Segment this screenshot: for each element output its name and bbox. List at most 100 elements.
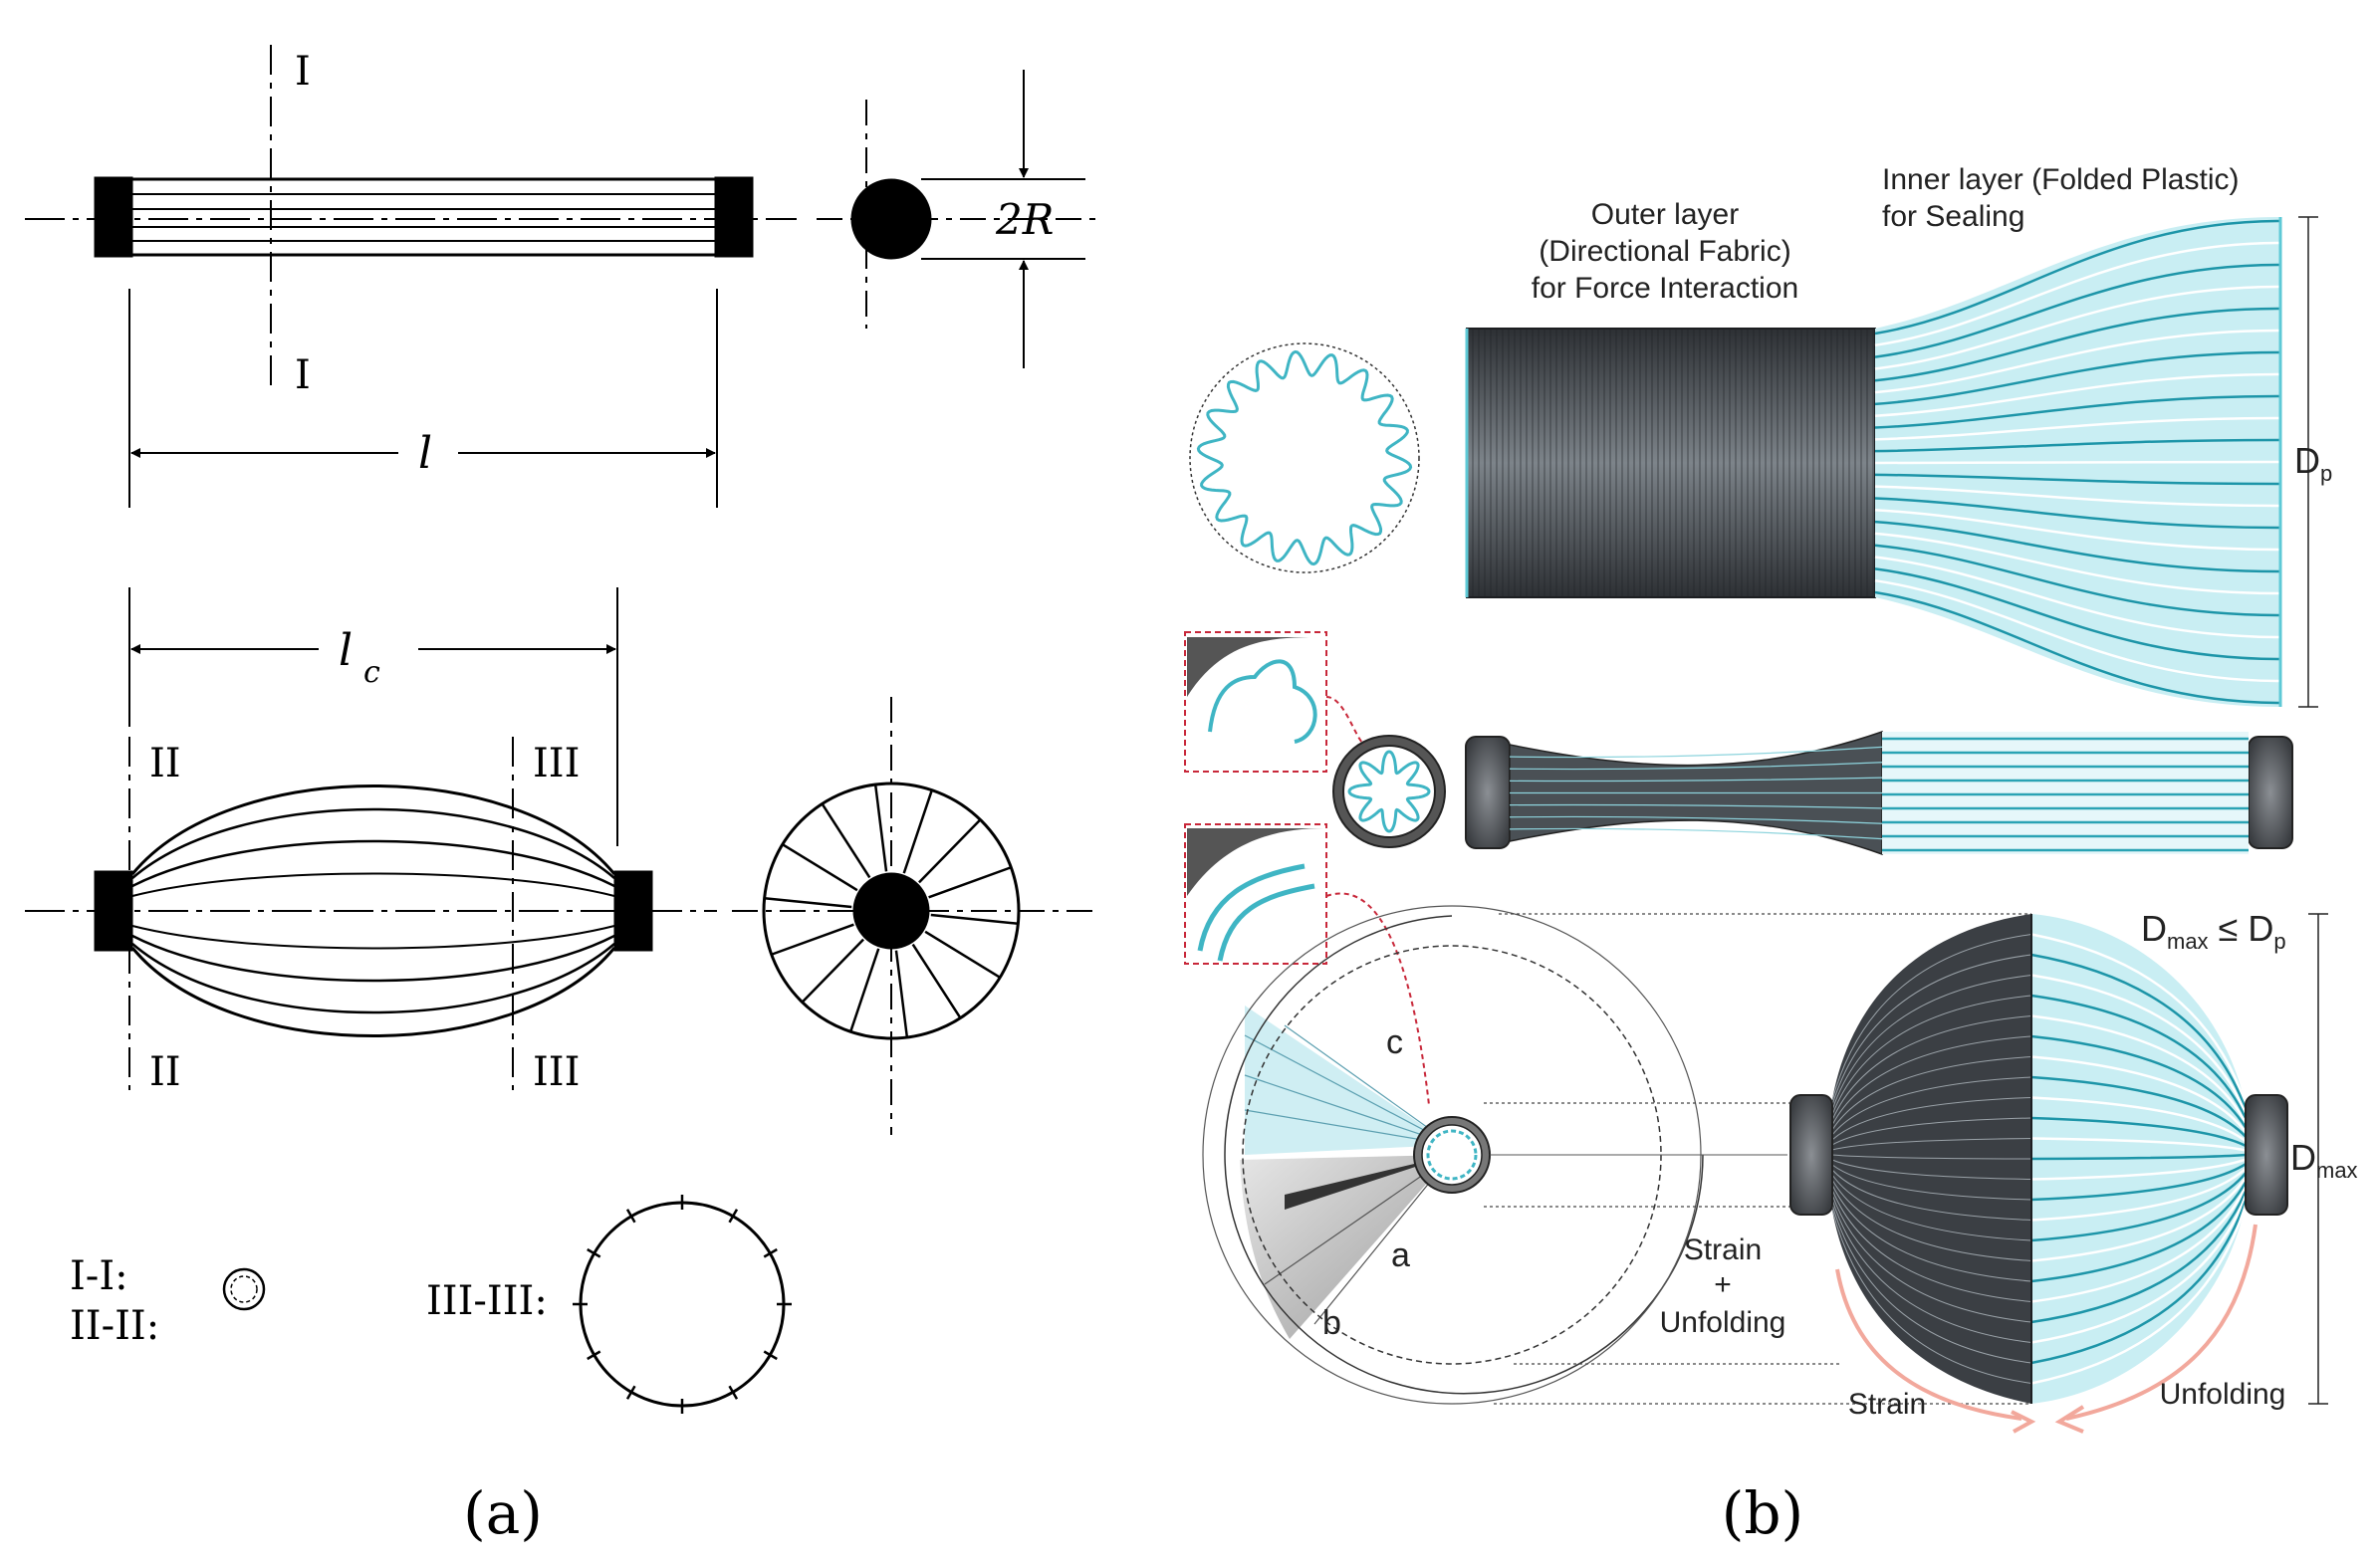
caption-a: (a)	[463, 1479, 543, 1547]
panel-a	[25, 45, 1095, 1414]
dp-label: Dp	[2294, 440, 2332, 486]
plastic-strand	[2030, 1167, 2247, 1222]
plastic-strand	[1874, 497, 2281, 530]
plastic-strand	[2030, 1200, 2248, 1365]
section-tick	[587, 1350, 601, 1361]
plastic-strand	[1874, 556, 2281, 639]
plastic-strand	[2030, 1186, 2248, 1303]
section-i-top: I	[295, 49, 311, 95]
plastic-strand	[2030, 933, 2248, 1105]
label-c: c	[1386, 1023, 1403, 1061]
plastic-strand	[1874, 241, 2281, 347]
wheel-spoke	[902, 789, 933, 874]
label-a: a	[1391, 1236, 1410, 1274]
plastic-strand	[2030, 953, 2248, 1110]
plastic-strand	[2030, 1172, 2247, 1242]
fabric-fiber	[1831, 954, 2032, 1106]
plastic-strand	[2030, 1096, 2247, 1143]
fabric-fiber	[1831, 975, 2032, 1111]
fabric-fiber	[1831, 1015, 2032, 1121]
section-tick	[763, 1247, 778, 1258]
fabric-fiber	[1831, 1138, 2032, 1151]
folded-actuator	[1332, 730, 2293, 856]
plastic-strand	[1874, 438, 2281, 453]
plastic-strand	[2030, 1055, 2248, 1133]
plastic-strand	[1874, 578, 2281, 683]
fabric-fiber	[1831, 1035, 2032, 1126]
plastic-strand	[2030, 994, 2248, 1119]
plastic-strand	[1874, 350, 2281, 406]
fabric-fold-line	[1509, 815, 1883, 824]
fabric-fold-line	[1509, 762, 1883, 771]
wheel-spoke	[801, 938, 864, 1004]
wheel-spoke	[928, 866, 1012, 899]
fabric-fiber	[1831, 995, 2032, 1116]
plastic-strand	[2030, 1205, 2248, 1385]
fabric-fiber	[1831, 1199, 2032, 1343]
fabric-fiber	[1831, 1194, 2032, 1323]
fabric-fiber	[1831, 1204, 2032, 1364]
wheel-spoke	[849, 948, 880, 1032]
section-tick	[625, 1385, 636, 1400]
fabric-fiber	[1831, 1159, 2032, 1180]
plastic-strand	[1874, 307, 2281, 382]
section-i-bottom: I	[295, 352, 311, 398]
panel-b	[1184, 216, 2328, 1434]
fabric-fiber	[1831, 1179, 2032, 1261]
strain-label: Strain	[1848, 1388, 1926, 1421]
plastic-strand	[2030, 1034, 2248, 1129]
wheel-spoke	[930, 913, 1019, 926]
plastic-strand	[2030, 1158, 2247, 1181]
zoom-callouts	[1184, 631, 1430, 1106]
wheel-spoke	[764, 896, 852, 909]
plastic-strand	[2030, 1153, 2247, 1161]
plastic-strand	[1874, 590, 2281, 705]
fabric-fiber	[1831, 934, 2032, 1101]
wheel-spoke	[911, 943, 962, 1019]
plastic-strand	[2030, 1195, 2248, 1344]
section-tick	[625, 1209, 636, 1224]
plastic-strand	[1874, 219, 2281, 336]
wheel-spoke	[894, 950, 909, 1038]
panel-b-labels: Outer layer (Directional Fabric) for For…	[1322, 163, 2358, 1547]
outer-layer-line2: (Directional Fabric)	[1539, 235, 1790, 268]
plastic-strand	[2030, 1075, 2247, 1138]
dim-l: l	[418, 428, 432, 479]
fabric-fiber	[1831, 1189, 2032, 1302]
plastic-strand	[2030, 1177, 2248, 1262]
fabric-fold-line	[1509, 803, 1883, 809]
legend-iii: III-III:	[426, 1278, 548, 1324]
section-iii-bottom: III	[533, 1049, 580, 1095]
geometry-construction	[1202, 905, 2031, 1405]
plastic-strand	[2030, 1137, 2247, 1152]
inflated-actuator	[1789, 913, 2328, 1434]
unfolded-layers	[1465, 216, 2318, 708]
wheel-spoke	[873, 784, 888, 872]
plastic-strand	[1874, 329, 2281, 394]
fabric-fiber	[1831, 1169, 2032, 1221]
plastic-strand	[1874, 285, 2281, 370]
outer-layer-line3: for Force Interaction	[1532, 272, 1798, 305]
wheel-spoke	[924, 930, 1001, 979]
fabric-fiber	[1831, 1174, 2032, 1241]
strain-unfolding-line2: +	[1714, 1268, 1732, 1301]
fabric-fiber	[1831, 1209, 2032, 1384]
section-tick	[728, 1385, 739, 1400]
fabric-fold-line	[1509, 827, 1883, 840]
fabric-fiber	[1831, 1076, 2032, 1136]
dmax-condition: Dmax ≤ Dp	[2141, 908, 2286, 954]
section-tick	[728, 1209, 739, 1224]
dim-lc-sub: c	[363, 655, 380, 690]
legend-ii: II-II:	[70, 1303, 159, 1349]
plastic-strand	[1874, 394, 2281, 429]
plastic-strand	[2030, 1163, 2247, 1202]
plastic-strand	[1874, 520, 2281, 573]
end-view-contracted	[732, 697, 1095, 1135]
section-ii-top: II	[149, 741, 181, 786]
plastic-strand	[1874, 263, 2281, 358]
plastic-strand	[1874, 485, 2281, 508]
section-tick	[587, 1247, 601, 1258]
plastic-strand	[1874, 473, 2281, 486]
dmax-label: Dmax	[2290, 1137, 2358, 1183]
